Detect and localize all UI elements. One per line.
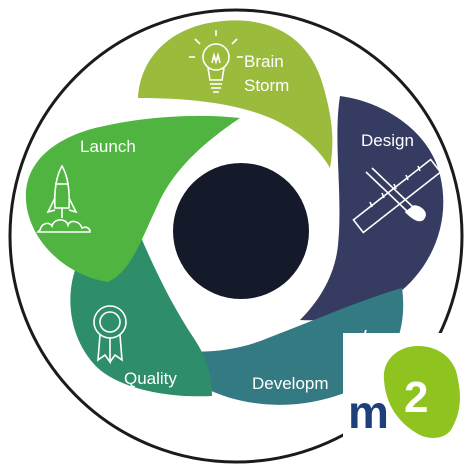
stage-petal-launch bbox=[25, 115, 241, 283]
m2-logo: m 2 bbox=[343, 333, 474, 467]
logo-digit-2: 2 bbox=[404, 373, 428, 422]
center-circle bbox=[173, 163, 309, 299]
stage-label-quality: Quality bbox=[124, 369, 177, 388]
ruler-brush-icon bbox=[352, 158, 442, 234]
outer-ring bbox=[8, 8, 464, 464]
lightbulb-icon bbox=[189, 30, 243, 93]
stage-label-launch: Launch bbox=[80, 137, 136, 156]
stage-petal-brain-storm bbox=[138, 20, 333, 169]
stage-label-design: Design bbox=[361, 131, 414, 150]
rocket-icon bbox=[36, 164, 91, 233]
stage-petal-development bbox=[162, 288, 404, 405]
stage-petal-design bbox=[300, 96, 444, 321]
stage-label-brain-storm-line2: Storm bbox=[244, 76, 289, 95]
stage-label-brain-storm-line1: Brain bbox=[244, 52, 284, 71]
logo-blob bbox=[383, 346, 460, 438]
stage-label-development: Developm bbox=[252, 374, 329, 393]
logo-letter-m: m bbox=[348, 386, 389, 438]
ribbon-award-icon bbox=[93, 305, 127, 365]
